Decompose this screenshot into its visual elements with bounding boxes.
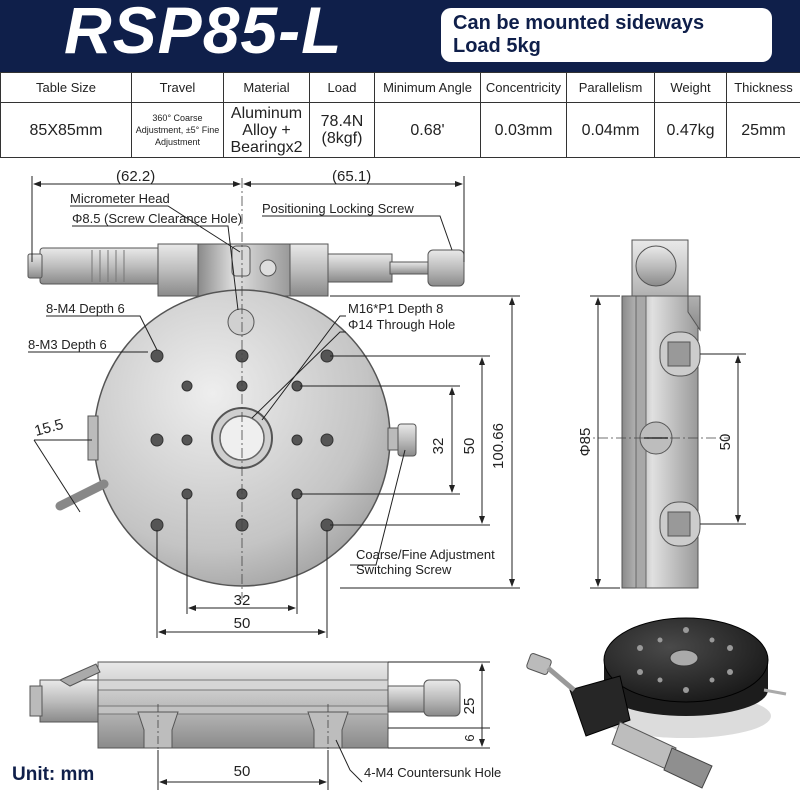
label-m4: 8-M4 Depth 6 — [46, 301, 125, 316]
clearance-slot — [231, 245, 251, 277]
spec-value: 0.03mm — [480, 102, 567, 158]
spec-header: Travel — [131, 72, 224, 103]
front-upper-band — [97, 679, 389, 691]
spec-value: 0.47kg — [654, 102, 727, 158]
front-view-labels: 50 25 6 4-M4 Countersunk Hole — [234, 698, 502, 780]
photo-micrometer-thimble — [663, 747, 713, 789]
m3-hole — [181, 488, 193, 500]
m4-hole — [150, 349, 164, 363]
top-view-labels: (62.2) (65.1) Micrometer Head Φ8.5 (Scre… — [28, 168, 507, 632]
micrometer-knurl — [91, 250, 125, 282]
title-bar: RSP85-L Can be mounted sideways Load 5kg — [0, 0, 800, 72]
spec-value: 360° Coarse Adjustment, ±5° Fine Adjustm… — [131, 102, 224, 158]
spec-header: Weight — [654, 72, 727, 103]
m4-hole — [320, 433, 334, 447]
m3-hole — [181, 434, 193, 446]
switch-screw-head — [397, 423, 417, 457]
micrometer-thimble — [27, 253, 43, 279]
dim-angle: 15.5 — [33, 416, 66, 440]
spec-header: Table Size — [0, 72, 132, 103]
label-micrometer: Micrometer Head — [70, 191, 170, 206]
dim-side-50: 50 — [717, 434, 734, 451]
photo-switch-screw — [763, 688, 787, 696]
top-view-dimensions — [28, 176, 520, 638]
dim-depth-6: 6 — [462, 734, 477, 741]
side-screw-top — [667, 341, 691, 367]
dim-right-extent: (65.1) — [332, 168, 371, 185]
spec-value-row: 85X85mm 360° Coarse Adjustment, ±5° Fine… — [0, 102, 800, 158]
product-photo — [526, 617, 787, 789]
label-switch-2: Switching Screw — [356, 562, 452, 577]
spec-header: Material — [223, 72, 310, 103]
note-line-mount: Can be mounted sideways — [453, 12, 705, 34]
front-countersunk-right — [307, 711, 349, 749]
label-m16: M16*P1 Depth 8 — [348, 301, 443, 316]
spec-header: Parallelism — [566, 72, 655, 103]
front-view — [29, 661, 461, 760]
label-m3: 8-M3 Depth 6 — [28, 337, 107, 352]
note-line-load: Load 5kg — [453, 35, 541, 57]
product-title: RSP85-L — [64, 0, 343, 67]
locking-screw-shaft — [327, 253, 393, 283]
spec-value: 85X85mm — [0, 102, 132, 158]
side-screw-end — [635, 245, 677, 287]
clearance-hole — [227, 308, 255, 336]
front-micrometer-block — [39, 679, 99, 723]
spec-header: Thickness — [726, 72, 800, 103]
scale-edge — [87, 415, 99, 461]
photo-locking-rod — [546, 666, 576, 692]
dim-left-extent: (62.2) — [116, 168, 155, 185]
dim-thickness-25: 25 — [461, 698, 478, 715]
dim-bottom-50: 50 — [234, 763, 251, 780]
spec-value: 78.4N (8kgf) — [309, 102, 375, 158]
photo-holes — [637, 627, 733, 693]
dim-diameter: Φ85 — [577, 428, 594, 457]
lever-arm — [55, 479, 109, 511]
spec-value: Aluminum Alloy + Bearingx2 — [223, 102, 310, 158]
side-screw-bottom — [667, 511, 691, 537]
unit-label: Unit: mm — [12, 764, 95, 785]
spec-header-row: Table Size Travel Material Load Minimum … — [0, 72, 800, 103]
front-screw-knob — [423, 679, 461, 717]
technical-drawing: (62.2) (65.1) Micrometer Head Φ8.5 (Scre… — [27, 168, 787, 790]
locking-screw-knob — [427, 249, 465, 287]
label-countersunk: 4-M4 Countersunk Hole — [364, 765, 501, 780]
dim-32-horizontal: 32 — [234, 592, 251, 609]
dim-100-height: 100.66 — [490, 423, 507, 469]
spec-value: 25mm — [726, 102, 800, 158]
spec-header: Concentricity — [480, 72, 567, 103]
m3-hole — [291, 434, 303, 446]
dim-32-vertical: 32 — [430, 438, 447, 455]
dim-50-horizontal: 50 — [234, 615, 251, 632]
front-micrometer-end — [29, 685, 43, 717]
feature-note-box: Can be mounted sideways Load 5kg — [441, 8, 772, 62]
label-switch-1: Coarse/Fine Adjustment — [356, 547, 495, 562]
side-view-labels: Φ85 50 — [577, 428, 734, 457]
side-view — [580, 239, 730, 589]
spec-header: Minimum Angle — [374, 72, 481, 103]
spec-value: 0.68' — [374, 102, 481, 158]
front-view-dimensions — [157, 661, 490, 790]
m4-hole — [150, 433, 164, 447]
label-locking: Positioning Locking Screw — [262, 201, 414, 216]
front-countersunk-left — [137, 711, 179, 749]
label-clearance: Φ8.5 (Screw Clearance Hole) — [72, 211, 242, 226]
photo-locking-knob — [526, 653, 552, 675]
front-lever — [58, 663, 101, 687]
dim-50-vertical: 50 — [461, 438, 478, 455]
m4-hole — [150, 518, 164, 532]
top-view — [27, 178, 465, 600]
spec-table: Table Size Travel Material Load Minimum … — [0, 72, 800, 158]
spec-header: Load — [309, 72, 375, 103]
side-view-dimensions — [590, 295, 746, 589]
photo-adjust-block — [569, 675, 631, 737]
plunger-ball — [259, 259, 277, 277]
spec-value: 0.04mm — [566, 102, 655, 158]
label-through: Φ14 Through Hole — [348, 317, 455, 332]
photo-center-hole — [669, 649, 699, 667]
front-screw-body — [387, 685, 427, 713]
front-body — [97, 661, 389, 749]
locking-screw-rod — [389, 261, 433, 275]
m3-hole — [181, 380, 193, 392]
